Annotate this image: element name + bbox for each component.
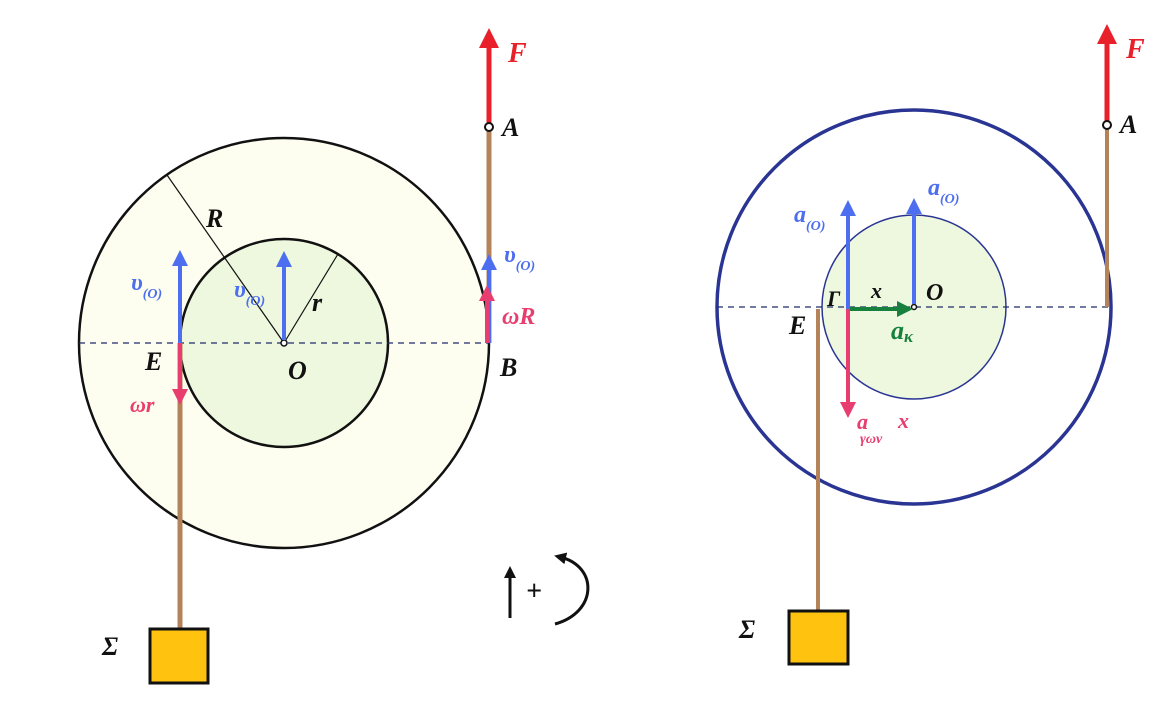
- left-label-E: E: [144, 347, 162, 376]
- sign-convention: +: [504, 552, 590, 626]
- plus-sign: +: [526, 576, 542, 607]
- left-label-R: R: [205, 204, 223, 233]
- left-point-A: [484, 122, 494, 132]
- right-label-x-top: x: [870, 278, 882, 303]
- right-center-point: [910, 303, 918, 311]
- left-pulley-diagram: F A R r O E B Σ υ(O) υ(O) υ(O) ωR ωr: [77, 28, 535, 685]
- left-label-r: r: [312, 288, 323, 317]
- right-label-F: F: [1125, 34, 1145, 65]
- left-label-O: O: [288, 356, 307, 385]
- left-center-point: [280, 339, 288, 347]
- right-point-A: [1102, 120, 1112, 130]
- left-label-vO-B: υ(O): [504, 242, 535, 274]
- counterclockwise-rotation-icon: [554, 552, 590, 626]
- left-label-vO-center: υ(O): [234, 277, 265, 309]
- right-label-aO-center: a(O): [928, 175, 959, 207]
- right-label-E: E: [788, 311, 806, 340]
- left-radius-r-line: [283, 253, 339, 344]
- right-label-sigma: Σ: [738, 615, 755, 644]
- left-radius-R-line: [166, 174, 285, 344]
- right-label-gamma: Γ: [826, 286, 841, 311]
- right-pulley-diagram: F A O Γ E x Σ a(O) a(O) aκ a γων x: [715, 24, 1145, 666]
- left-block-sigma: [148, 627, 210, 685]
- left-label-sigma: Σ: [101, 632, 118, 661]
- left-label-F: F: [507, 38, 527, 69]
- right-block-sigma: [787, 609, 850, 666]
- right-label-aO-gamma: a(O): [794, 202, 825, 234]
- left-label-omegaR: ωR: [502, 304, 535, 330]
- right-label-O: O: [926, 280, 943, 306]
- right-label-x-bottom: x: [897, 408, 909, 433]
- right-label-a-gon: a: [857, 409, 868, 434]
- right-label-a-kappa: aκ: [891, 316, 914, 346]
- left-label-A: A: [500, 113, 519, 142]
- right-label-a-gon-subscript: γων: [860, 432, 883, 447]
- left-label-B: B: [499, 353, 517, 382]
- left-label-vO-E: υ(O): [131, 270, 162, 302]
- right-label-A: A: [1118, 110, 1137, 139]
- left-label-omegar: ωr: [130, 392, 155, 417]
